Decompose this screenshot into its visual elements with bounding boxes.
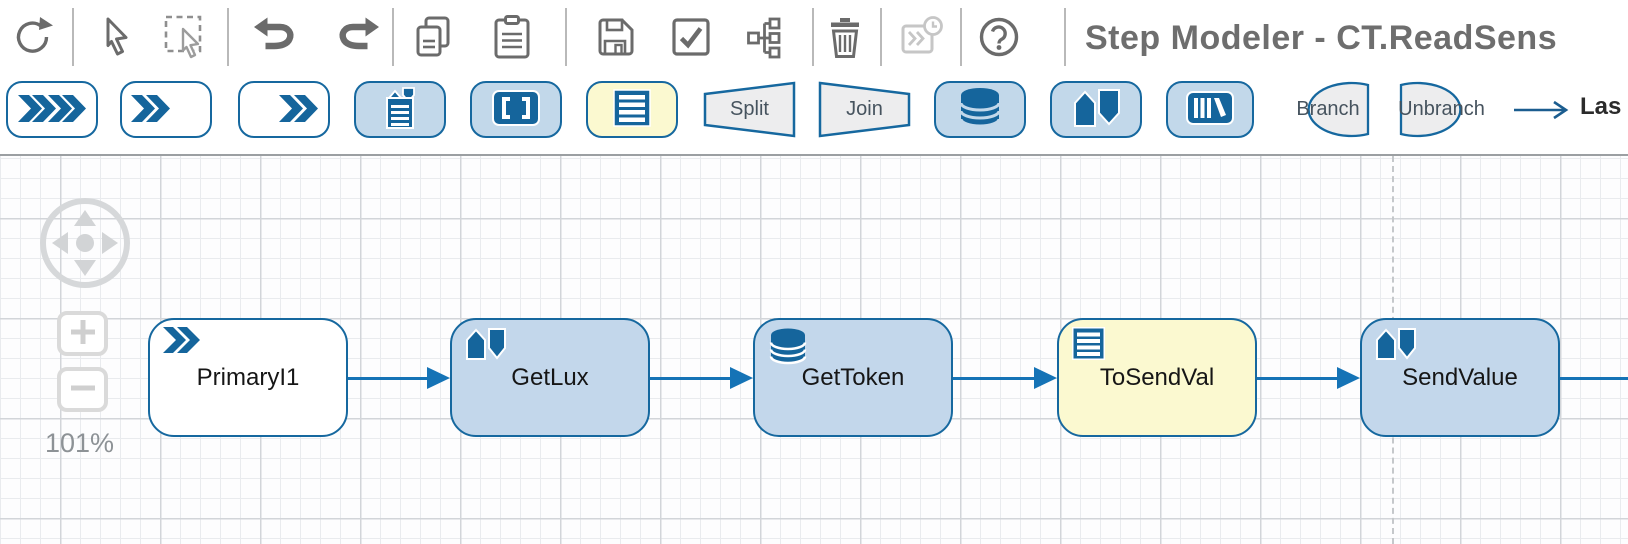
refresh-button[interactable]: [7, 8, 59, 68]
palette-branch[interactable]: Branch: [1280, 81, 1376, 138]
split-label: Split: [730, 98, 769, 120]
flow-connector-arrowhead: [1337, 367, 1360, 389]
branch-label: Branch: [1296, 98, 1360, 120]
flow-node-GetLux[interactable]: GetLux: [450, 318, 650, 437]
palette-code-step[interactable]: [470, 81, 562, 138]
compass-icon: [38, 198, 132, 293]
zoom-level: 101%: [45, 428, 115, 458]
join-label: Join: [846, 98, 883, 120]
io-flags-icon: [1375, 327, 1417, 361]
database-icon: [768, 327, 808, 367]
database-icon: [957, 86, 1003, 133]
marquee-select-button[interactable]: [160, 8, 212, 68]
palette-unbranch[interactable]: Unbranch: [1394, 81, 1489, 138]
marquee-select-icon: [162, 13, 210, 64]
double-chevron-icon: [279, 94, 319, 126]
flow-connector-offscreen: [1560, 376, 1628, 380]
palette-join[interactable]: Join: [818, 81, 911, 138]
node-label: ToSendVal: [1099, 363, 1215, 391]
diagram-canvas[interactable]: 101% PrimaryI1 GetLux GetToken ToSendVal Sen…: [0, 154, 1628, 544]
paste-icon: [489, 14, 535, 63]
pan-compass-control[interactable]: [38, 196, 132, 290]
hierarchy-icon: [744, 14, 790, 63]
flow-node-PrimaryI1[interactable]: PrimaryI1: [148, 318, 348, 437]
pointer-icon: [93, 14, 139, 63]
node-label: GetLux: [511, 363, 589, 391]
palette-primary-step-quad-chevron[interactable]: [6, 81, 98, 138]
minus-icon: [68, 373, 98, 406]
palette-split[interactable]: Split: [703, 81, 796, 138]
quad-chevron-icon: [18, 94, 86, 126]
palette-database-step[interactable]: [934, 81, 1026, 138]
node-label: PrimaryI1: [196, 363, 300, 391]
toolbar-separator: [72, 8, 74, 66]
columns-icon: [1186, 91, 1234, 128]
flow-node-GetToken[interactable]: GetToken: [753, 318, 953, 437]
toolbar-separator: [392, 8, 394, 66]
toolbar-separator: [960, 8, 962, 66]
hierarchy-button[interactable]: [741, 8, 793, 68]
plus-icon: [68, 317, 98, 350]
flow-connector: [348, 376, 429, 380]
form-io-icon: [381, 86, 419, 133]
flow-connector-arrowhead: [1034, 367, 1057, 389]
flow-connector: [953, 376, 1036, 380]
help-icon: [976, 14, 1022, 63]
zoom-in-button[interactable]: [57, 311, 108, 356]
palette-toolbar: Split Join Branch Unbranch: [0, 76, 1628, 154]
help-button[interactable]: [973, 8, 1025, 68]
list-lines-icon: [1072, 327, 1105, 360]
node-label: GetToken: [801, 363, 905, 391]
flow-connector-arrowhead: [427, 367, 450, 389]
app-title: Step Modeler - CT.ReadSens: [1085, 19, 1558, 57]
flow-connector-arrowhead: [730, 367, 753, 389]
palette-form-step[interactable]: [354, 81, 446, 138]
toolbar-separator: [880, 8, 882, 66]
last-arrow-label: Las: [1580, 93, 1622, 120]
zoom-out-button[interactable]: [57, 367, 108, 412]
undo-icon: [252, 14, 298, 63]
palette-step-chevron-right[interactable]: [238, 81, 330, 138]
delete-button[interactable]: [819, 8, 871, 68]
palette-list-step[interactable]: [586, 81, 678, 138]
save-button[interactable]: [589, 8, 641, 68]
save-icon: [592, 14, 638, 63]
palette-io-step[interactable]: [1050, 81, 1142, 138]
toolbar-separator: [227, 8, 229, 66]
run-history-icon: [899, 13, 947, 64]
double-chevron-icon: [163, 327, 201, 353]
redo-button[interactable]: [332, 8, 384, 68]
palette-last-arrow[interactable]: [1512, 98, 1570, 125]
flow-node-SendValue[interactable]: SendValue: [1360, 318, 1560, 437]
redo-icon: [335, 14, 381, 63]
flow-node-ToSendVal[interactable]: ToSendVal: [1057, 318, 1257, 437]
flow-connector: [650, 376, 732, 380]
brackets-icon: [492, 90, 540, 129]
top-toolbar: Step Modeler - CT.ReadSens: [0, 0, 1628, 76]
unbranch-label: Unbranch: [1398, 98, 1485, 120]
toolbar-separator: [812, 8, 814, 66]
arrow-right-icon: [1512, 100, 1570, 125]
run-history-button[interactable]: [897, 8, 949, 68]
undo-button[interactable]: [249, 8, 301, 68]
palette-columns-step[interactable]: [1166, 81, 1254, 138]
validate-checkbox-icon: [668, 14, 714, 63]
list-lines-icon: [613, 89, 651, 130]
palette-step-chevron-left[interactable]: [120, 81, 212, 138]
pointer-button[interactable]: [90, 8, 142, 68]
copy-button[interactable]: [408, 8, 460, 68]
io-flags-icon: [465, 327, 507, 361]
toolbar-separator: [565, 8, 567, 66]
copy-icon: [411, 14, 457, 63]
double-chevron-icon: [131, 94, 171, 126]
node-label: SendValue: [1402, 363, 1518, 391]
refresh-icon: [10, 14, 56, 63]
trash-icon: [822, 14, 868, 63]
validate-button[interactable]: [665, 8, 717, 68]
flow-connector: [1257, 376, 1339, 380]
io-flags-icon: [1072, 88, 1120, 131]
paste-button[interactable]: [486, 8, 538, 68]
toolbar-separator: [1064, 8, 1066, 66]
